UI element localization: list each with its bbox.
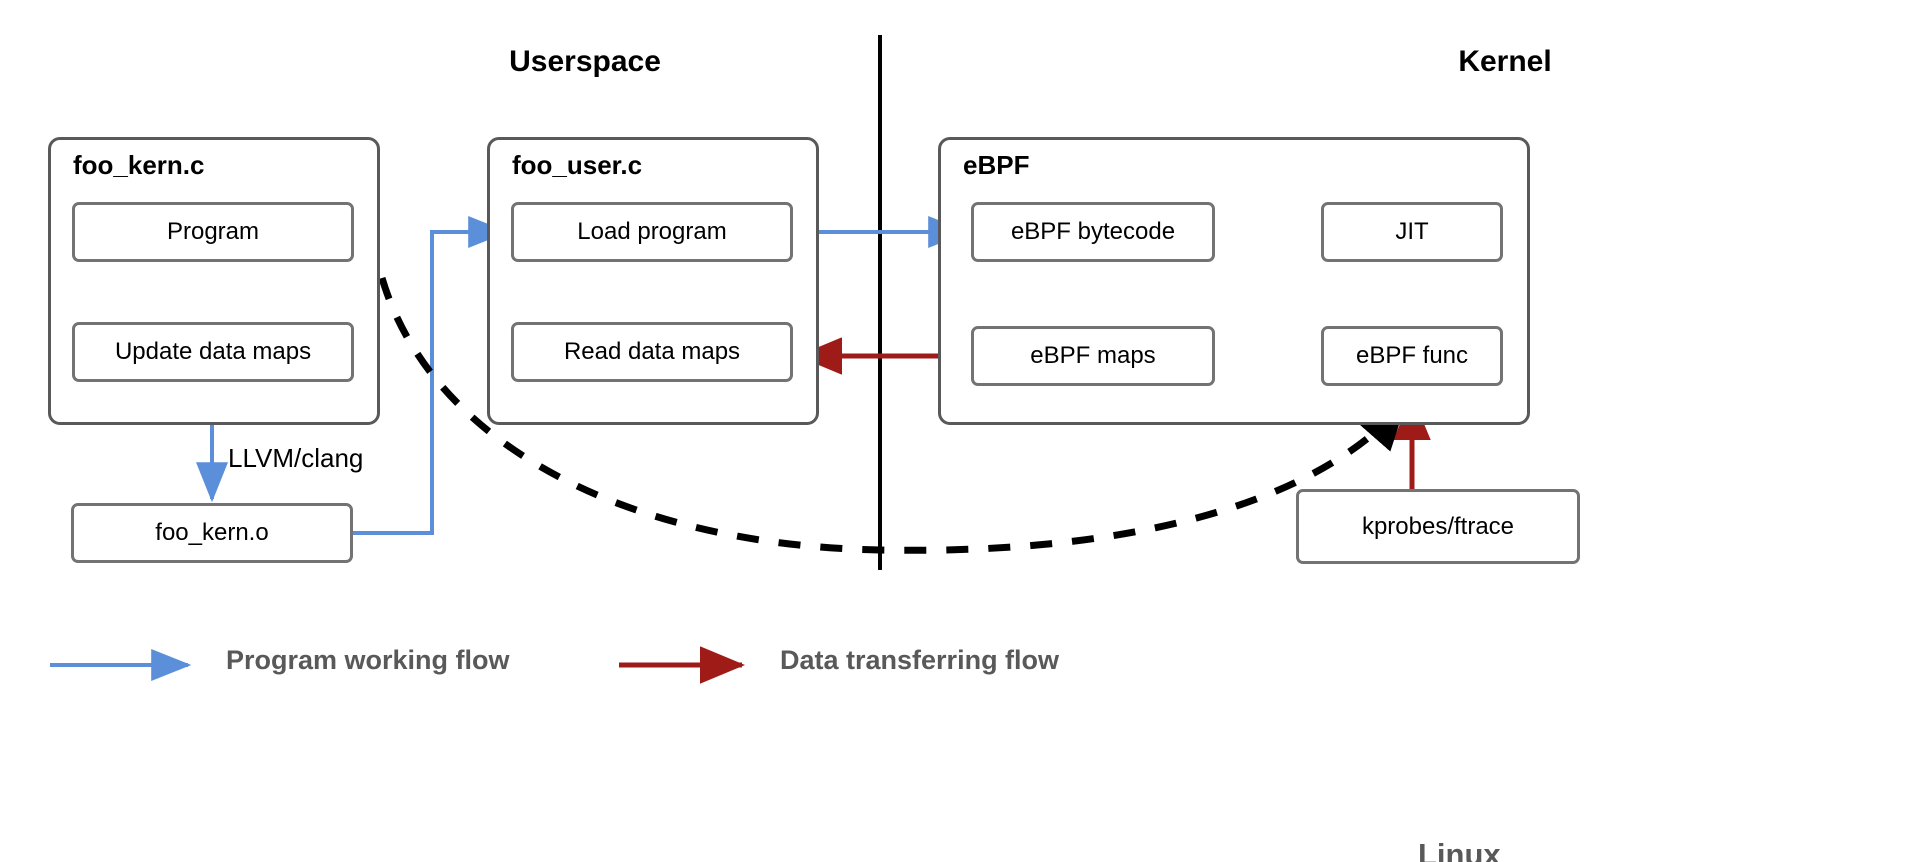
legend-item-data-transferring-flow: Data transferring flow [617,645,1059,676]
legend-item-program-working-flow: Program working flow [48,645,510,676]
kernel-section-title: Kernel [1458,45,1552,78]
userspace-section-title: Userspace [509,45,661,78]
node-foo-kern-o[interactable]: foo_kern.o [71,503,353,563]
edge-dashed-attach-curve [378,277,1407,554]
red-arrow-icon [617,651,762,671]
group-label-foo-kern-c: foo_kern.c [73,150,205,180]
legend-label-program-working-flow: Program working flow [226,645,510,675]
legend-label-data-transferring-flow: Data transferring flow [780,645,1060,675]
edge-label-llvm-clang: LLVM/clang [228,443,364,473]
node-program[interactable]: Program [72,202,354,262]
node-ebpf-func[interactable]: eBPF func [1321,326,1503,386]
node-ebpf-maps[interactable]: eBPF maps [971,326,1215,386]
group-label-foo-user-c: foo_user.c [512,150,643,180]
node-load-program[interactable]: Load program [511,202,793,262]
footer-cut-text: Linux [1418,837,1501,862]
node-kprobes-ftrace[interactable]: kprobes/ftrace [1296,489,1580,564]
edge-foo-kern-o-to-load-program [353,216,509,535]
blue-arrow-icon [48,651,208,671]
node-ebpf-bytecode[interactable]: eBPF bytecode [971,202,1215,262]
group-label-ebpf: eBPF [963,150,1030,180]
node-jit[interactable]: JIT [1321,202,1503,262]
node-update-data-maps[interactable]: Update data maps [72,322,354,382]
node-read-data-maps[interactable]: Read data maps [511,322,793,382]
